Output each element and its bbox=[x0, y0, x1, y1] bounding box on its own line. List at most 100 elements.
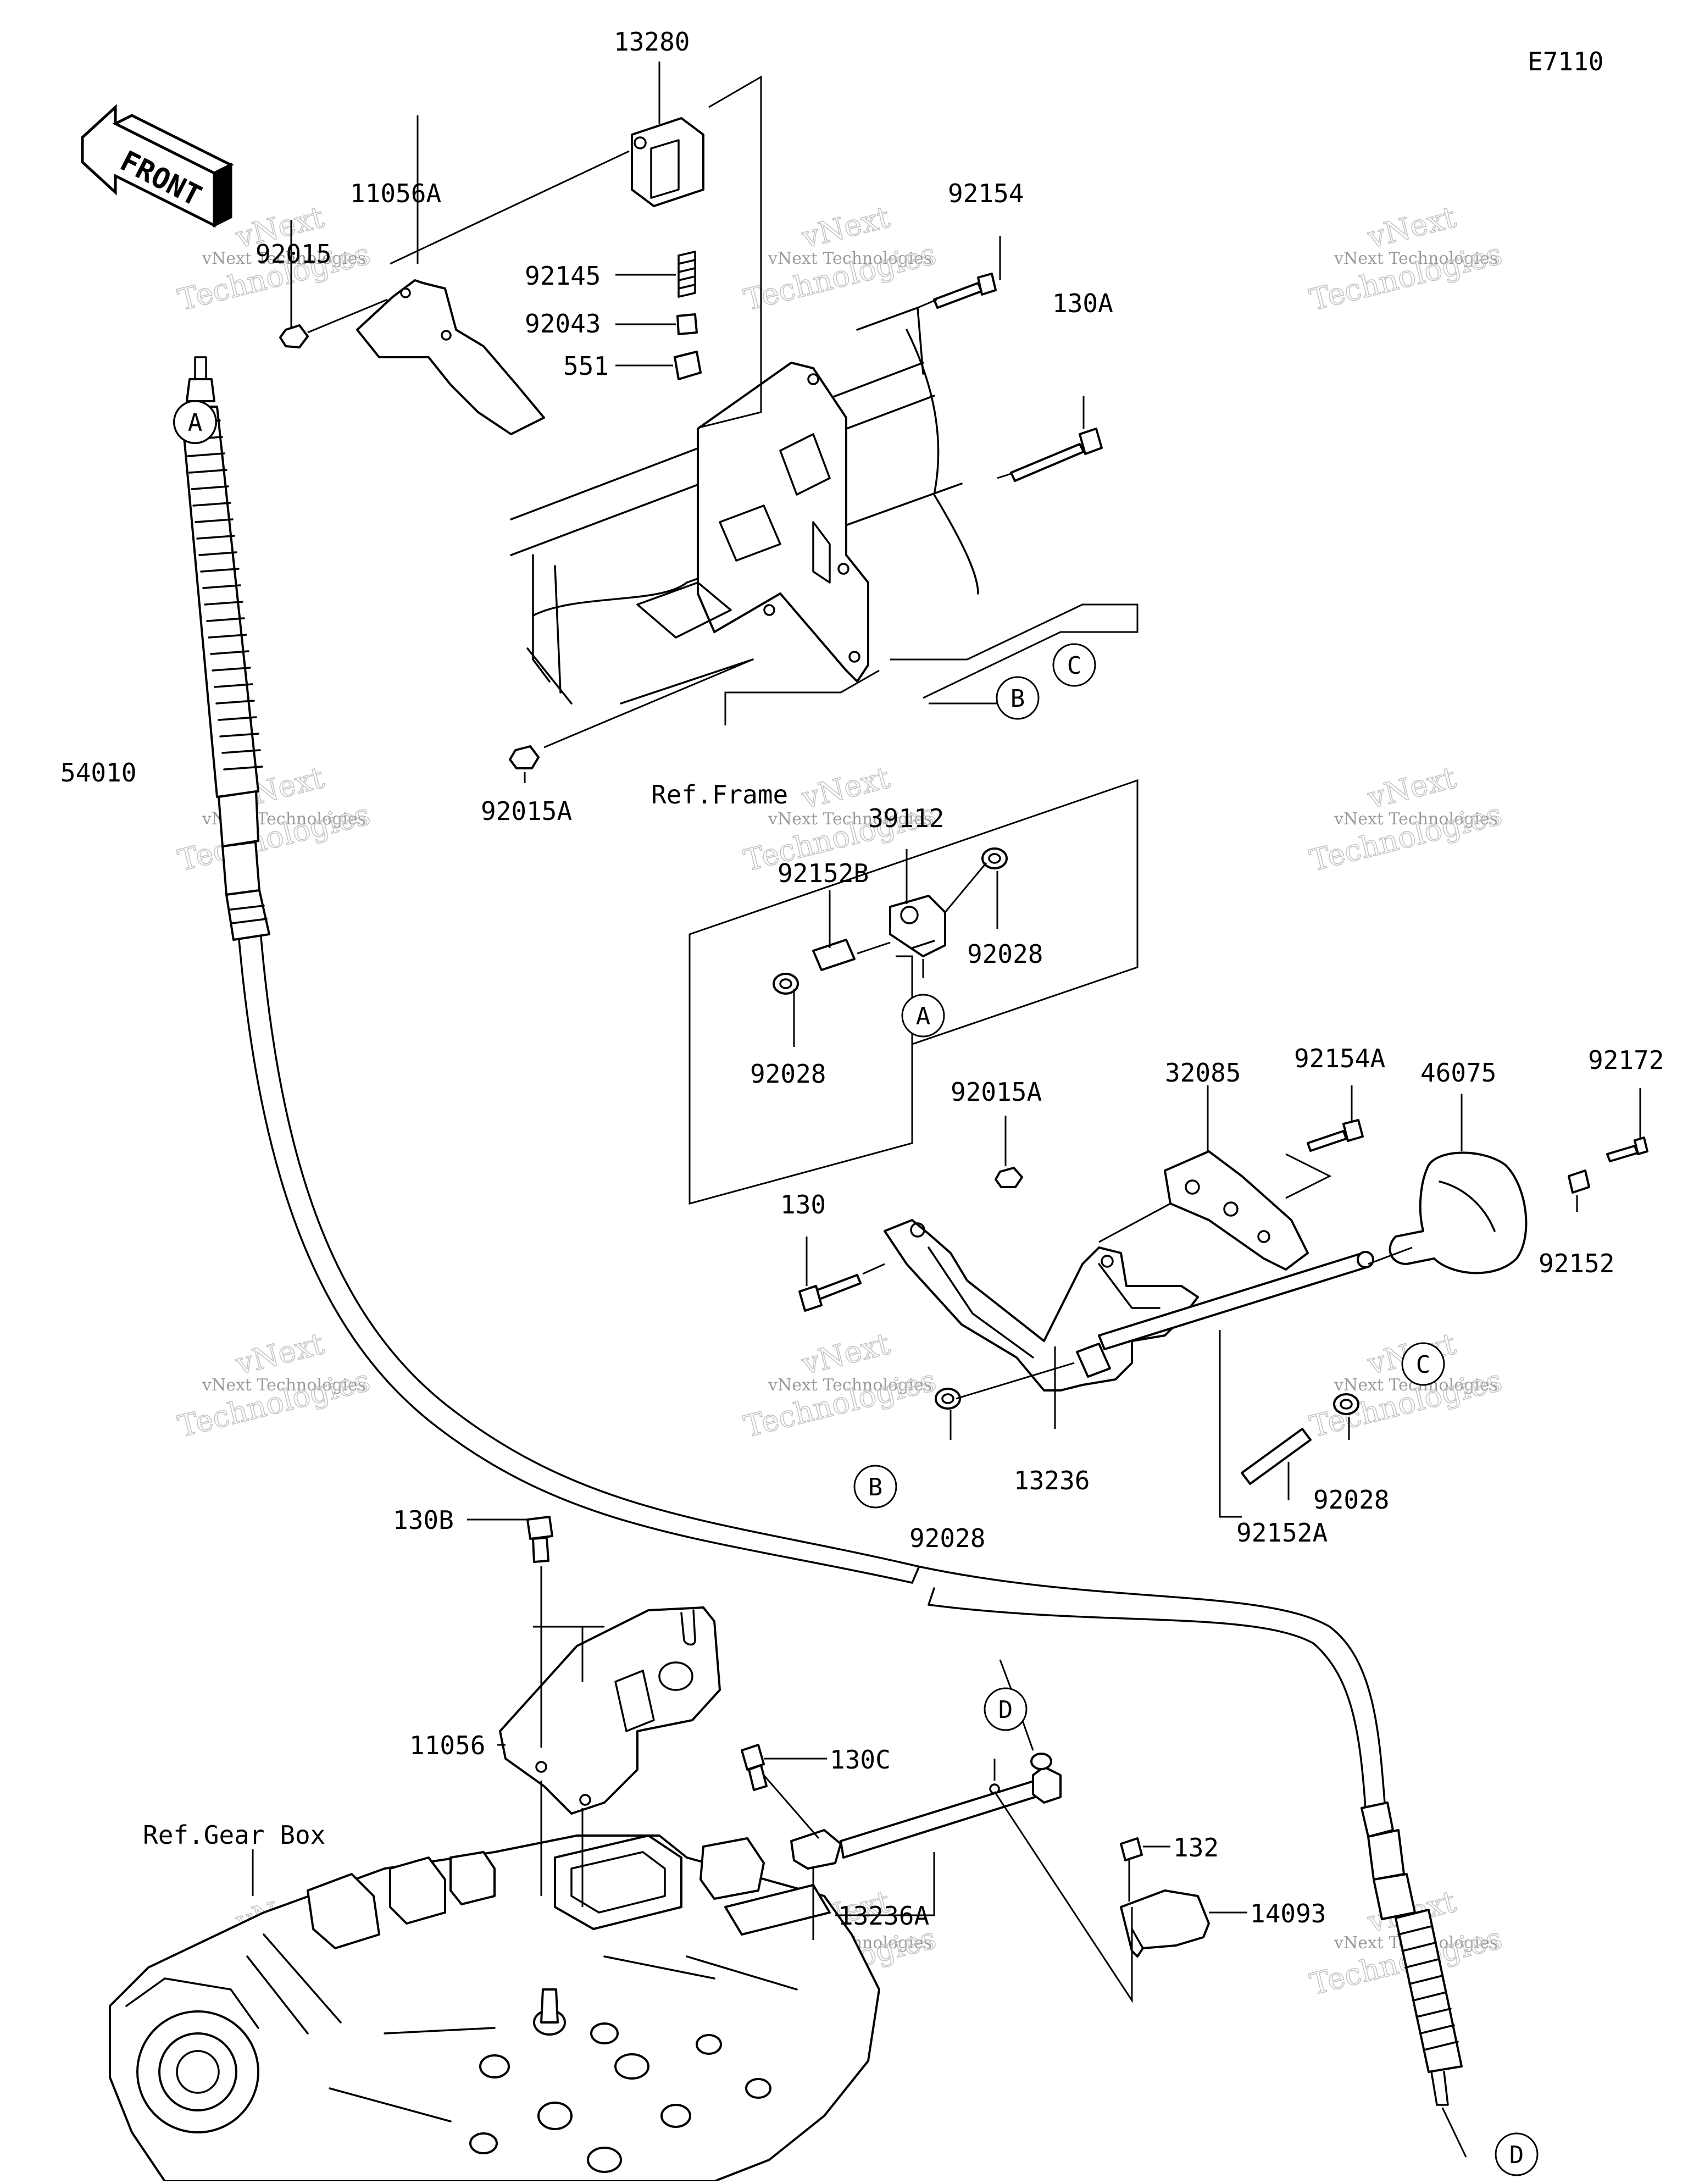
label-11056A: 11056A bbox=[350, 179, 441, 208]
watermark: vNext vNext Technologies Technologies bbox=[740, 1326, 940, 1444]
part-130B-bolt bbox=[526, 1516, 553, 1563]
label-39112: 39112 bbox=[868, 803, 944, 833]
watermark-company: vNext Technologies bbox=[1334, 249, 1498, 268]
watermark-brand: vNext bbox=[232, 1326, 327, 1382]
ref-frame-label: Ref.Frame bbox=[651, 780, 788, 810]
watermark-company: vNext Technologies bbox=[768, 810, 932, 829]
svg-text:C: C bbox=[1067, 652, 1082, 680]
label-54010: 54010 bbox=[60, 758, 136, 788]
watermark-company: vNext Technologies bbox=[768, 249, 932, 268]
part-130-bolt bbox=[798, 1274, 862, 1312]
marker-a-top: A bbox=[173, 400, 217, 444]
label-92154: 92154 bbox=[948, 179, 1024, 208]
svg-text:A: A bbox=[188, 409, 203, 437]
label-92152: 92152 bbox=[1539, 1249, 1614, 1278]
marker-d-bot: D bbox=[1495, 2132, 1539, 2176]
label-130C: 130C bbox=[830, 1745, 891, 1775]
label-130B: 130B bbox=[393, 1505, 454, 1535]
label-92043: 92043 bbox=[525, 309, 601, 339]
part-92154-bolt bbox=[933, 273, 997, 309]
label-92172: 92172 bbox=[1588, 1045, 1664, 1075]
part-92145-spring bbox=[678, 251, 696, 298]
gear-box-ref bbox=[109, 1834, 880, 2182]
label-92152B: 92152B bbox=[778, 858, 869, 888]
watermark: vNext vNext Technologies Technologies bbox=[174, 760, 374, 878]
label-13236: 13236 bbox=[1014, 1466, 1090, 1495]
watermark-brand: vNext bbox=[1364, 760, 1459, 816]
label-11056: 11056 bbox=[409, 1731, 485, 1760]
leader-lines-top bbox=[290, 62, 1085, 783]
label-551: 551 bbox=[563, 351, 609, 381]
leader-lines-lower bbox=[252, 1518, 1467, 2158]
label-46075: 46075 bbox=[1420, 1058, 1496, 1088]
part-92028-a-bushing bbox=[981, 847, 1008, 869]
part-46075-knob bbox=[1389, 1151, 1528, 1274]
part-92028-d-bushing bbox=[1333, 1393, 1359, 1415]
marker-c-top: C bbox=[1052, 643, 1096, 687]
label-130: 130 bbox=[780, 1190, 826, 1220]
svg-text:B: B bbox=[868, 1473, 883, 1501]
part-92172-screw bbox=[1606, 1137, 1648, 1162]
part-92028-b-bushing bbox=[773, 973, 799, 995]
label-92015A-top: 92015A bbox=[481, 796, 572, 826]
marker-d-mid: D bbox=[984, 1687, 1028, 1731]
part-32085-guide bbox=[1164, 1150, 1309, 1271]
label-32085: 32085 bbox=[1165, 1058, 1241, 1088]
label-13280: 13280 bbox=[614, 27, 690, 57]
front-arrow-icon: FRONT bbox=[81, 104, 234, 228]
part-13280-block bbox=[631, 117, 704, 207]
marker-a-mid: A bbox=[901, 994, 945, 1038]
watermark-brand: vNext bbox=[798, 199, 893, 255]
part-92028-c-bushing bbox=[935, 1388, 961, 1410]
label-92028-b: 92028 bbox=[750, 1059, 826, 1089]
part-92015-nut bbox=[279, 324, 309, 348]
part-130C-bolt bbox=[741, 1744, 768, 1791]
label-92145: 92145 bbox=[525, 261, 601, 291]
label-92154A: 92154A bbox=[1294, 1044, 1385, 1073]
label-92028-c: 92028 bbox=[909, 1523, 985, 1553]
svg-text:C: C bbox=[1416, 1351, 1431, 1379]
label-92028-a: 92028 bbox=[967, 939, 1043, 969]
part-39112-joint bbox=[889, 895, 946, 957]
watermark: vNext vNext Technologies Technologies bbox=[1306, 760, 1506, 878]
label-92015: 92015 bbox=[256, 239, 331, 269]
label-92015A-mid: 92015A bbox=[951, 1077, 1042, 1107]
part-11056-bracket bbox=[499, 1606, 721, 1815]
part-92015A-nut-top bbox=[509, 745, 540, 769]
watermark-company: vNext Technologies bbox=[1334, 810, 1498, 829]
part-92154A-bolt bbox=[1307, 1119, 1364, 1152]
label-130A: 130A bbox=[1052, 289, 1113, 318]
part-551-pin bbox=[674, 351, 702, 380]
svg-text:A: A bbox=[916, 1002, 931, 1030]
connection-markers: A A B C B C D D bbox=[173, 400, 1539, 2176]
part-92152-collar bbox=[1568, 1169, 1590, 1194]
part-130A-bolt bbox=[1010, 428, 1103, 482]
svg-text:D: D bbox=[1509, 2141, 1524, 2169]
marker-c-mid: C bbox=[1401, 1342, 1445, 1386]
part-labels: 13280 11056A 92015 92145 92043 551 92154… bbox=[60, 27, 1664, 1931]
ref-gear-box-label: Ref.Gear Box bbox=[143, 1820, 325, 1850]
label-132: 132 bbox=[1173, 1833, 1219, 1863]
watermark: vNext vNext Technologies Technologies bbox=[740, 199, 940, 318]
diagram-code: E7110 bbox=[1528, 47, 1603, 76]
part-132-bolt bbox=[1120, 1837, 1143, 1861]
part-92152B-collar bbox=[812, 939, 856, 971]
label-92152A: 92152A bbox=[1236, 1518, 1328, 1548]
svg-text:D: D bbox=[998, 1696, 1013, 1724]
part-54010-cable bbox=[180, 356, 1463, 2106]
watermark: vNext vNext Technologies Technologies bbox=[174, 1326, 374, 1444]
part-14093-guard bbox=[1120, 1889, 1210, 1958]
leader-lines-lever bbox=[806, 1085, 1641, 1518]
marker-b-mid: B bbox=[853, 1465, 897, 1509]
watermark-brand: vNext bbox=[1364, 199, 1459, 255]
part-92043-cap bbox=[676, 313, 698, 335]
watermark: vNext vNext Technologies Technologies bbox=[1306, 1326, 1506, 1444]
watermark-company: vNext Technologies bbox=[202, 1376, 366, 1395]
leader-lines-middle bbox=[793, 849, 998, 1047]
marker-b-top: B bbox=[996, 676, 1040, 720]
label-14093: 14093 bbox=[1250, 1899, 1326, 1928]
part-92152A-pin bbox=[1241, 1428, 1312, 1485]
watermark-company: vNext Technologies bbox=[202, 249, 366, 268]
label-92028-d: 92028 bbox=[1313, 1485, 1389, 1515]
